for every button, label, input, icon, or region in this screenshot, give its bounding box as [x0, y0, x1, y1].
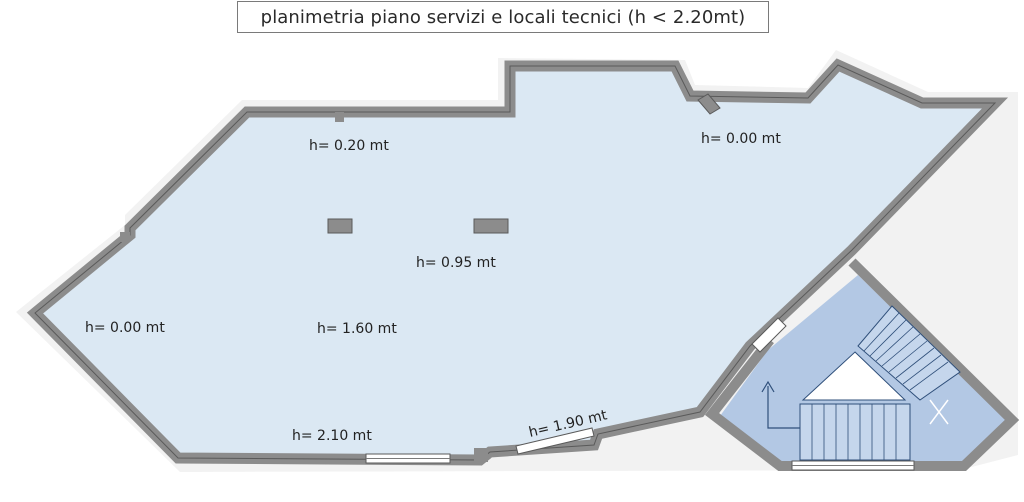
window-openings — [365, 317, 915, 471]
stairwell-void — [801, 351, 907, 401]
wall-stub-diagonal — [697, 93, 721, 115]
door-opening-stair — [751, 317, 787, 353]
plan-title-box: planimetria piano servizi e locali tecni… — [237, 1, 769, 33]
stair-lower-flight — [799, 403, 911, 461]
height-label-center: h= 0.95 mt — [416, 255, 496, 271]
height-label-top: h= 0.20 mt — [309, 138, 389, 154]
window-diagonal — [515, 427, 595, 455]
main-room-floor — [35, 65, 995, 460]
wall-stub-left — [120, 232, 130, 242]
pillar-1 — [327, 218, 353, 234]
wall-stub-top — [335, 112, 344, 122]
plan-title: planimetria piano servizi e locali tecni… — [260, 6, 746, 28]
pillars — [120, 93, 721, 462]
stair-arrow-head — [761, 380, 775, 393]
wall-stub-bottom — [474, 448, 488, 462]
height-label-bottom: h= 2.10 mt — [292, 428, 372, 444]
height-label-top-right: h= 0.00 mt — [701, 131, 781, 147]
height-label-middle: h= 1.60 mt — [317, 321, 397, 337]
stair-direction-arrow — [767, 386, 800, 429]
height-label-left: h= 0.00 mt — [85, 320, 165, 336]
staircase — [761, 305, 961, 461]
pillar-2 — [473, 218, 509, 234]
